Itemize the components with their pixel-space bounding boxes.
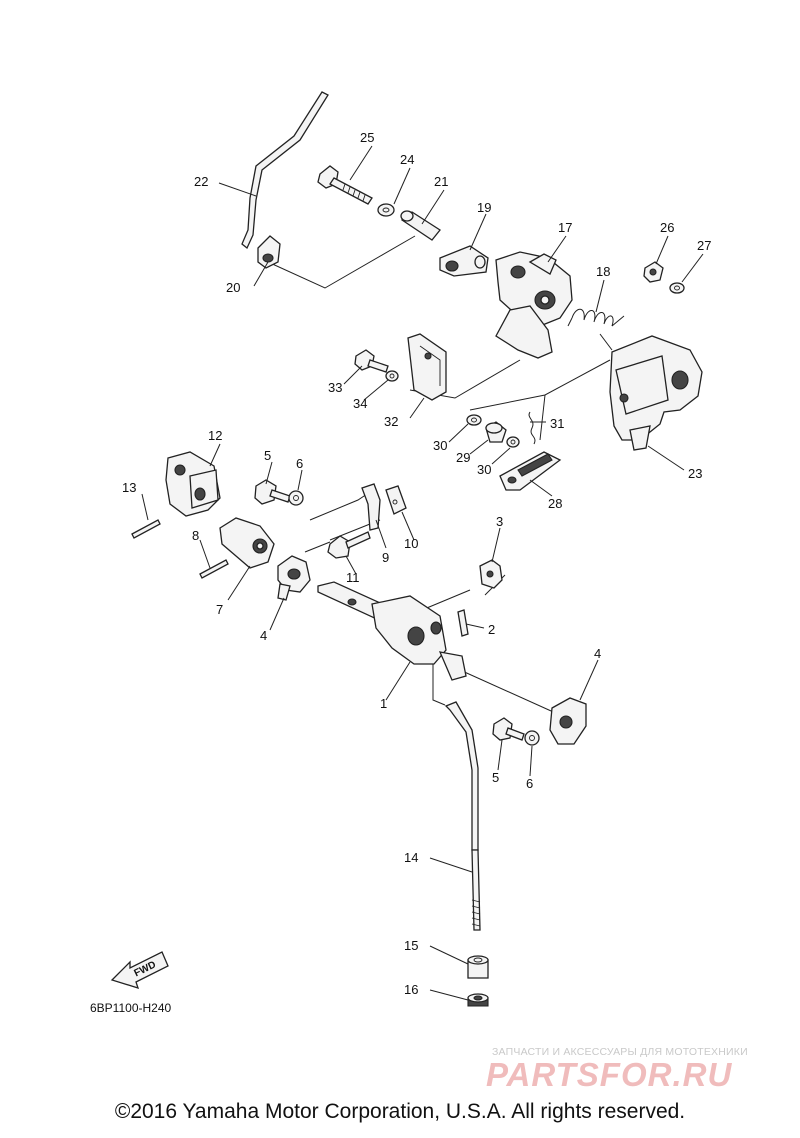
callout-21: 21 xyxy=(434,174,448,189)
part-34-washer xyxy=(385,370,399,382)
part-32-cover xyxy=(407,333,447,401)
callout-30-b: 30 xyxy=(477,462,491,477)
callout-5-b: 5 xyxy=(492,770,499,785)
callout-32: 32 xyxy=(384,414,398,429)
callout-9: 9 xyxy=(382,550,389,565)
part-19-rod-end xyxy=(439,245,489,277)
callout-5-a: 5 xyxy=(264,448,271,463)
part-12-lever xyxy=(165,451,221,517)
part-26-bolt xyxy=(643,261,664,283)
callout-30-a: 30 xyxy=(433,438,447,453)
callout-19: 19 xyxy=(477,200,491,215)
watermark-logo: PARTSFOR.RU xyxy=(486,1056,733,1093)
part-22-rod xyxy=(241,91,329,250)
callout-14: 14 xyxy=(404,850,418,865)
part-25-bolt xyxy=(317,165,373,205)
part-8-pin xyxy=(199,559,229,579)
part-4-lever-a xyxy=(277,555,311,601)
part-13-pin xyxy=(131,519,161,539)
callout-25: 25 xyxy=(360,130,374,145)
part-3-clip xyxy=(479,559,503,589)
part-15-nut xyxy=(467,955,489,979)
callout-28: 28 xyxy=(548,496,562,511)
callout-31: 31 xyxy=(550,416,564,431)
part-7-cam xyxy=(219,517,275,569)
callout-11: 11 xyxy=(346,570,360,585)
callout-17: 17 xyxy=(558,220,572,235)
part-27-washer xyxy=(669,282,685,294)
part-4-lever-b xyxy=(549,697,587,745)
callout-13: 13 xyxy=(122,480,136,495)
callout-6-b: 6 xyxy=(526,776,533,791)
part-20-clip xyxy=(257,235,281,269)
part-21-collar xyxy=(400,210,441,241)
part-14-rod xyxy=(444,701,481,931)
part-10-plate xyxy=(385,485,407,515)
fwd-arrow-icon: FWD xyxy=(110,951,169,989)
part-1-shift-shaft xyxy=(317,581,467,681)
callout-8: 8 xyxy=(192,528,199,543)
copyright-notice: ©2016 Yamaha Motor Corporation, U.S.A. A… xyxy=(114,1100,686,1123)
part-24-washer xyxy=(377,203,395,217)
part-31-clip xyxy=(528,411,536,445)
part-5-bolt-b xyxy=(492,717,525,741)
diagram-code: 6BP1100-H240 xyxy=(90,1001,171,1015)
callout-4-a: 4 xyxy=(260,628,267,643)
callout-16: 16 xyxy=(404,982,418,997)
part-16-washer xyxy=(467,993,489,1007)
callout-4-b: 4 xyxy=(594,646,601,661)
callout-34: 34 xyxy=(353,396,367,411)
callout-27: 27 xyxy=(697,238,711,253)
part-33-bolt xyxy=(354,349,389,373)
watermark-tagline: ЗАПЧАСТИ И АКСЕССУАРЫ ДЛЯ МОТОТЕХНИКИ xyxy=(492,1046,748,1058)
callout-6-a: 6 xyxy=(296,456,303,471)
callout-18: 18 xyxy=(596,264,610,279)
part-28-slider xyxy=(499,451,562,491)
callout-24: 24 xyxy=(400,152,414,167)
callout-1: 1 xyxy=(380,696,387,711)
callout-29: 29 xyxy=(456,450,470,465)
part-6-washer-a xyxy=(288,490,304,506)
callout-22: 22 xyxy=(194,174,208,189)
part-29-collar xyxy=(485,421,507,443)
callout-15: 15 xyxy=(404,938,418,953)
callout-26: 26 xyxy=(660,220,674,235)
part-9-bracket xyxy=(361,483,381,531)
callout-20: 20 xyxy=(226,280,240,295)
callout-7: 7 xyxy=(216,602,223,617)
callout-33: 33 xyxy=(328,380,342,395)
callout-12: 12 xyxy=(208,428,222,443)
part-18-spring xyxy=(567,308,625,351)
part-2-pin xyxy=(457,609,469,637)
part-11-bolt xyxy=(327,531,371,559)
callout-10: 10 xyxy=(404,536,418,551)
part-30-washer-a xyxy=(466,414,482,426)
part-17-lever xyxy=(495,251,573,359)
part-30-washer-b xyxy=(506,436,520,448)
part-23-bracket xyxy=(609,335,703,451)
callout-2: 2 xyxy=(488,622,495,637)
callout-leaders xyxy=(141,145,704,1001)
part-6-washer-b xyxy=(524,730,540,746)
part-5-bolt-a xyxy=(254,479,291,505)
callout-labels: 25 24 21 19 22 20 17 18 26 27 33 34 32 3… xyxy=(122,130,711,997)
callout-23: 23 xyxy=(688,466,702,481)
callout-3: 3 xyxy=(496,514,503,529)
